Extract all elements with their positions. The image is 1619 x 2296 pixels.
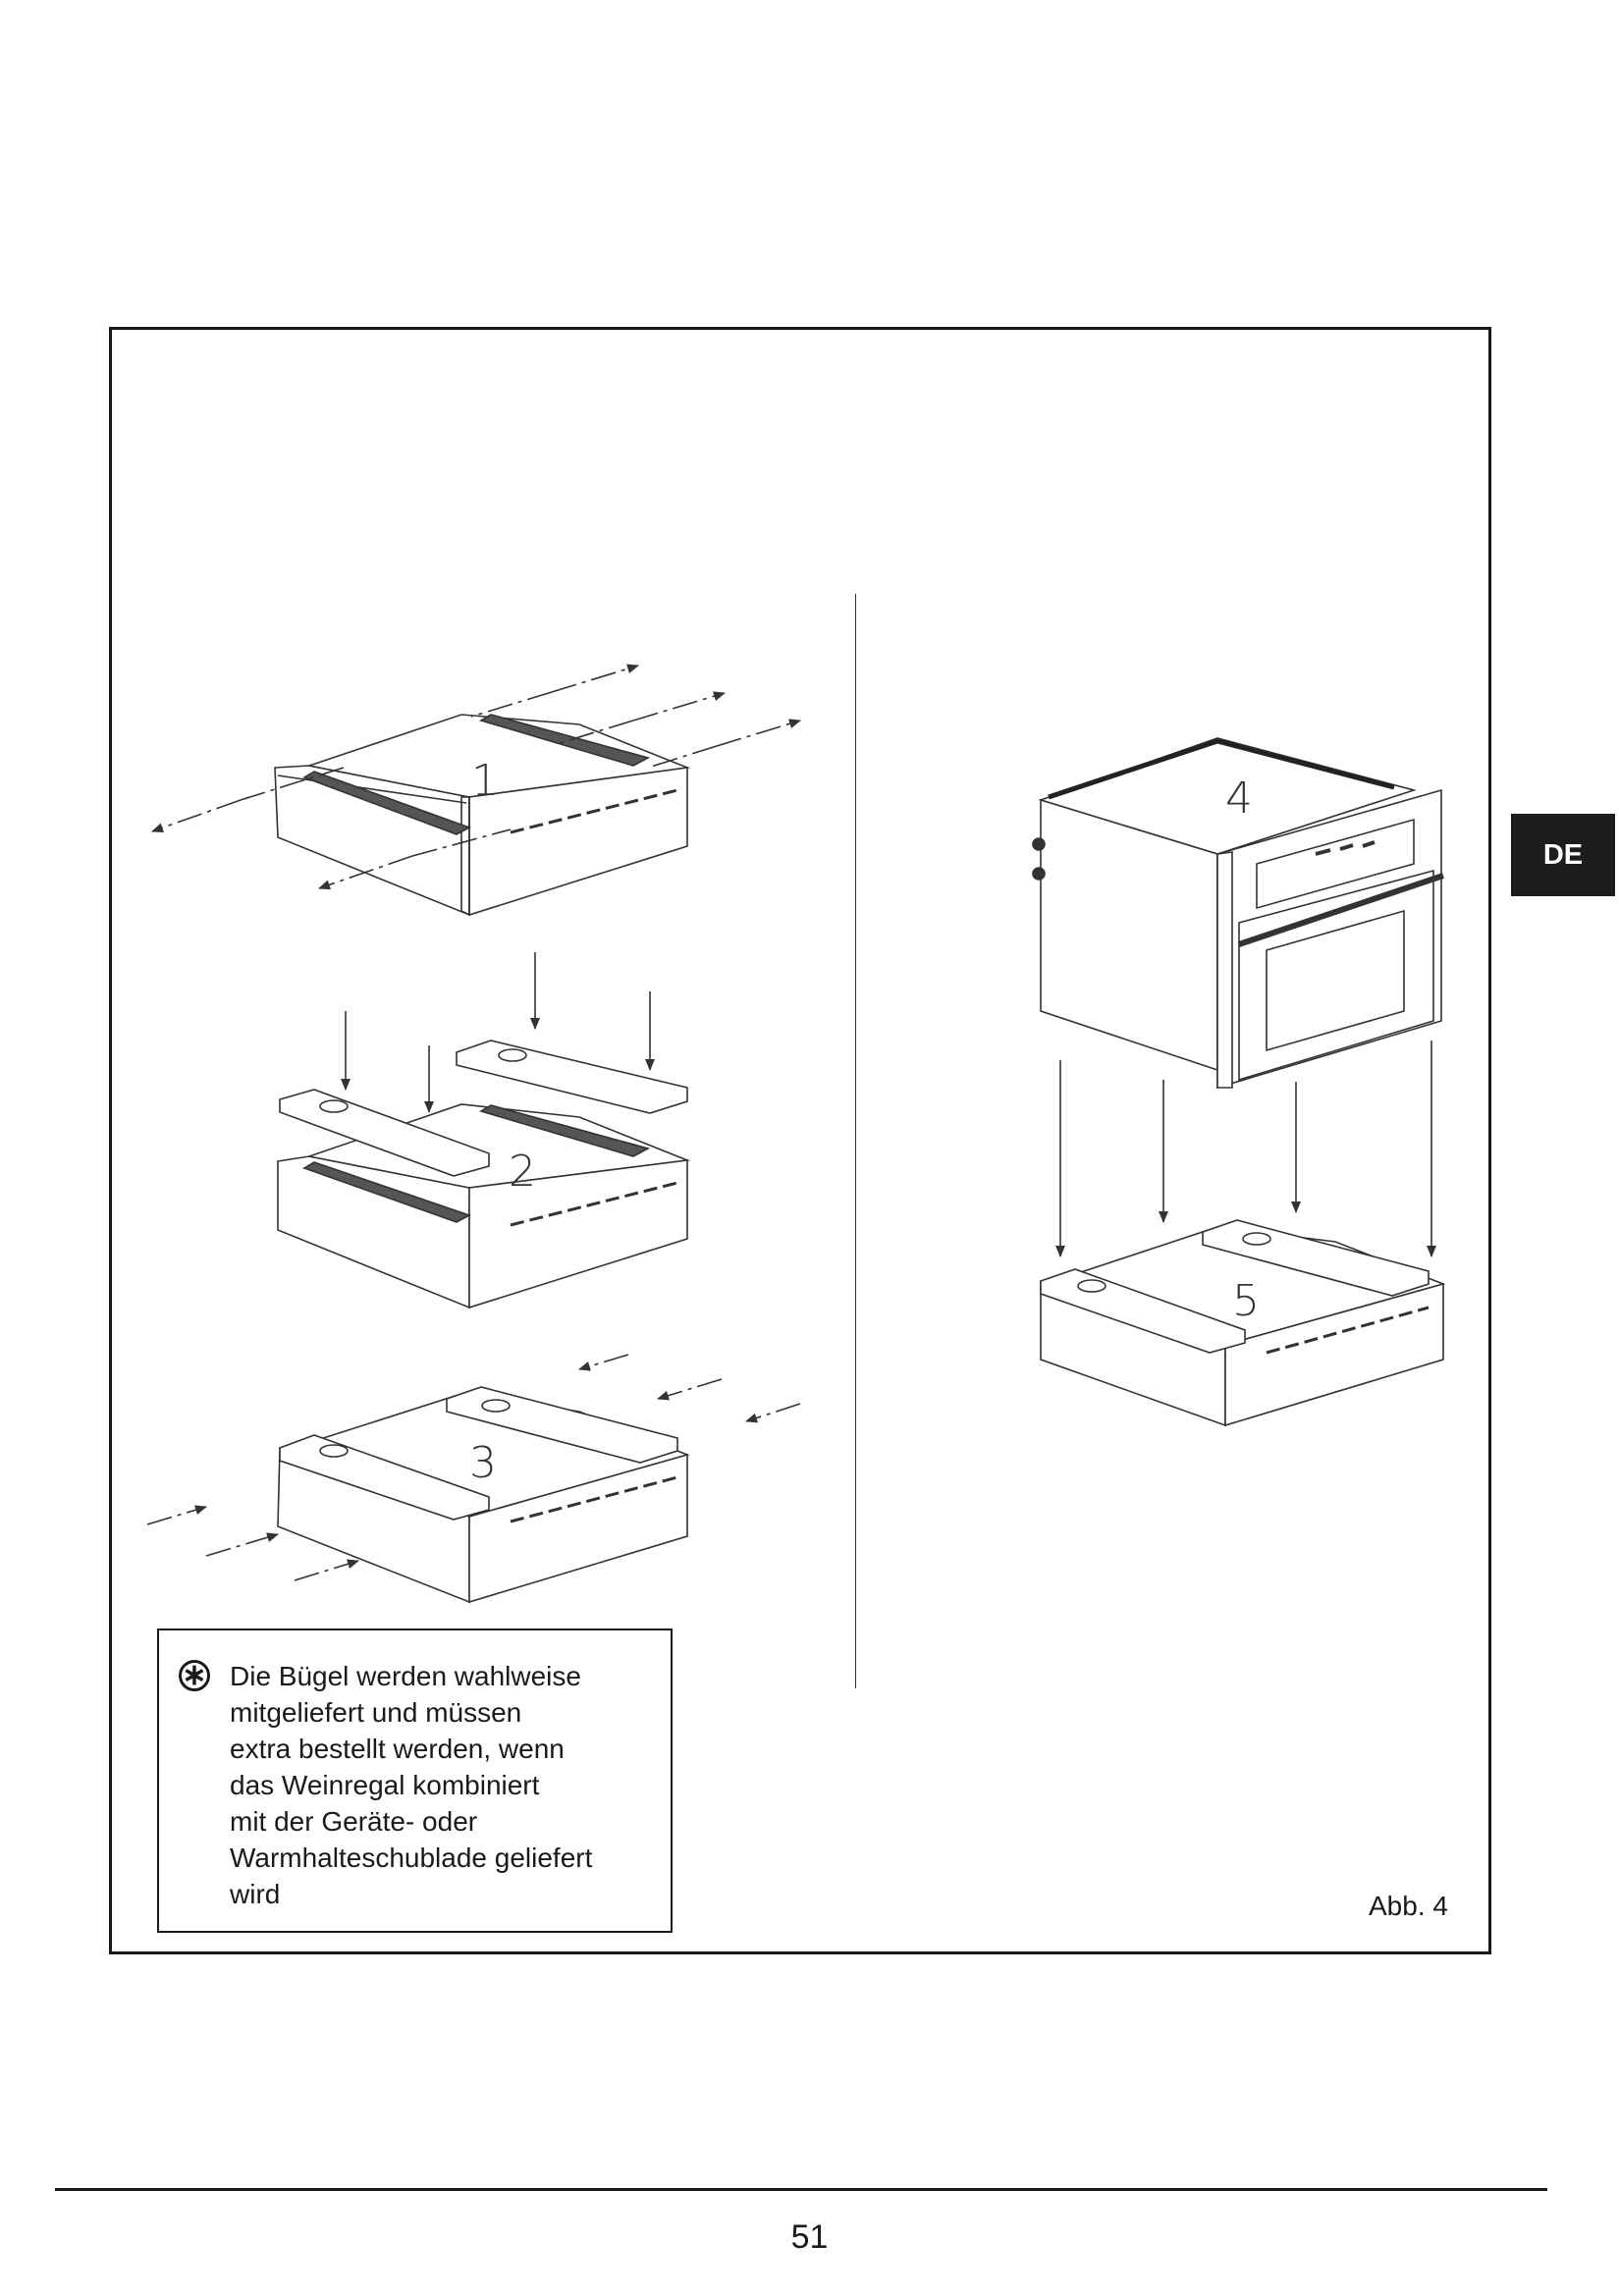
step-label-4: 4 xyxy=(1225,774,1253,824)
step-label-5: 5 xyxy=(1232,1276,1260,1326)
note-line: wird xyxy=(230,1879,281,1909)
note-line: Warmhalteschublade geliefert xyxy=(230,1842,593,1873)
note-line: das Weinregal kombiniert xyxy=(230,1770,540,1800)
note-box: ∗ Die Bügel werden wahlweise mitgeliefer… xyxy=(157,1629,673,1933)
figure-frame xyxy=(109,327,1491,1954)
drawer-step-3 xyxy=(146,1354,801,1604)
language-tab: DE xyxy=(1511,814,1615,896)
drawer-step-2 xyxy=(277,952,691,1309)
oven-step-4 xyxy=(1032,737,1444,1257)
page-number: 51 xyxy=(790,2218,829,2256)
drawer-step-5 xyxy=(1040,1219,1446,1427)
note-line: mit der Geräte- oder xyxy=(230,1806,478,1837)
step-label-3: 3 xyxy=(469,1438,497,1488)
figure-divider xyxy=(855,594,856,1688)
note-line: mitgeliefert und müssen xyxy=(230,1697,522,1728)
note-line: Die Bügel werden wahlweise xyxy=(230,1661,581,1691)
note-line: extra bestellt werden, wenn xyxy=(230,1734,565,1764)
drawer-step-1 xyxy=(151,664,801,917)
note-text: Die Bügel werden wahlweise mitgeliefert … xyxy=(230,1658,592,1912)
step-label-2: 2 xyxy=(509,1147,536,1197)
step-label-1: 1 xyxy=(471,756,499,806)
footer-rule xyxy=(55,2188,1547,2191)
figure-caption: Abb. 4 xyxy=(1369,1891,1448,1921)
asterisk-circle-icon: ∗ xyxy=(179,1660,210,1691)
